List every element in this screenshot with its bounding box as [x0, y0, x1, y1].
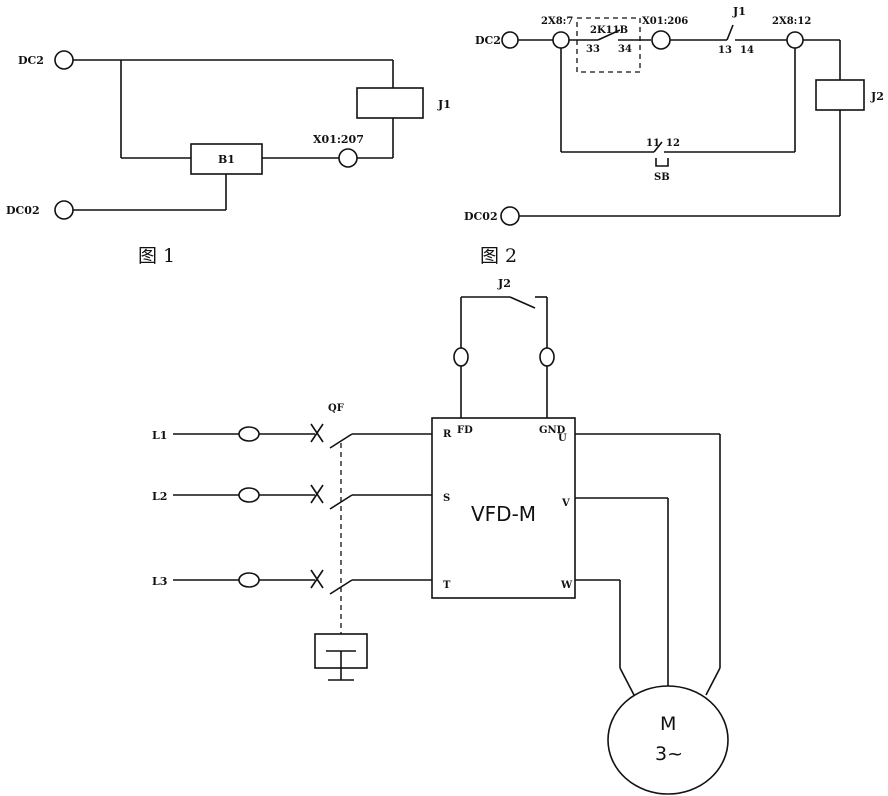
fig1-caption: 图 1 — [138, 245, 175, 267]
fig2-relay-coil — [815, 79, 865, 111]
motor-phase-label: 3~ — [655, 743, 683, 765]
fig2-button-pin-a: 11 — [646, 138, 660, 149]
vfd-output-w: W — [560, 580, 573, 591]
output-u-wire-bend — [705, 667, 721, 696]
phase-l2-terminal — [238, 487, 260, 503]
fig3-j2-contact-blade — [509, 296, 536, 309]
fig2-contact-label: J1 — [732, 5, 746, 18]
figure-2: DC2 2X8:7 2K11B 33 34 X01:206 J1 13 14 2… — [464, 5, 884, 267]
vfd-input-t: T — [443, 580, 451, 591]
fig2-relay-label: J2 — [870, 90, 884, 103]
fig2-dc02-label: DC02 — [464, 210, 498, 223]
fig1-b1-label: B1 — [218, 153, 235, 166]
vfd-input-s: S — [443, 493, 450, 504]
fig3-fd-terminal — [453, 347, 469, 367]
vfd-input-r: R — [443, 429, 452, 440]
fig2-switch-label: 2K11B — [590, 25, 628, 36]
fig2-2x8-12-terminal — [786, 31, 804, 49]
vfd-label: VFD-M — [471, 502, 536, 526]
fig2-sb-blade — [653, 141, 663, 153]
vfd-fd-label: FD — [457, 425, 473, 436]
fig1-x01-terminal — [338, 148, 358, 168]
phase-l3-breaker-x — [310, 569, 324, 589]
fig2-switch-blade — [597, 29, 621, 41]
fig1-dc2-label: DC2 — [18, 54, 44, 67]
fig2-2x8-7-terminal — [552, 31, 570, 49]
vfd-gnd-label: GND — [539, 425, 566, 436]
fig2-term-left-label: 2X8:7 — [541, 16, 573, 27]
fig2-term-right-label: 2X8:12 — [772, 16, 811, 27]
breaker-label: QF — [328, 403, 344, 414]
phase-l2-breaker-x — [310, 484, 324, 504]
phase-l1-terminal — [238, 426, 260, 442]
fig2-dc2-terminal — [501, 31, 519, 49]
fig3-gnd-terminal — [539, 347, 555, 367]
phase-l1-breaker-blade — [329, 433, 353, 449]
fig2-dc02-terminal — [500, 206, 520, 226]
fig2-caption: 图 2 — [480, 245, 517, 267]
phase-l3-terminal — [238, 572, 260, 588]
phase-l1-breaker-x — [310, 423, 324, 443]
fig2-2k11b-dashed-box — [576, 17, 641, 73]
fig1-relay-label: J1 — [437, 98, 451, 111]
phase-l3-label: L3 — [152, 575, 167, 588]
fig2-switch-pin-b: 34 — [618, 44, 632, 55]
fig2-switch-pin-a: 33 — [586, 44, 600, 55]
fig1-dc2-terminal — [54, 50, 74, 70]
fig2-contact-pin-a: 13 — [718, 45, 732, 56]
fig2-x01-206-terminal — [651, 30, 671, 50]
fig1-relay-coil — [356, 87, 424, 119]
motor-circle — [607, 685, 729, 795]
fig1-terminal-label: X01:207 — [313, 133, 364, 146]
fig1-dc02-terminal — [54, 200, 74, 220]
fig3-j2-label: J2 — [497, 277, 511, 290]
fig2-button-label: SB — [654, 172, 670, 183]
phase-l1-label: L1 — [152, 429, 167, 442]
figure-3: J2 VFD-M FD GND R S T U V W L1 L2 — [152, 277, 729, 795]
fig2-button-pin-b: 12 — [666, 138, 680, 149]
fig2-term-mid-label: X01:206 — [642, 16, 688, 27]
fig2-contact-pin-b: 14 — [740, 45, 754, 56]
vfd-output-v: V — [561, 498, 570, 509]
vfd-output-u: U — [558, 433, 567, 444]
fig2-j1-contact-blade — [726, 24, 734, 41]
output-w-wire-bend — [619, 667, 635, 696]
fig2-dc2-label: DC2 — [475, 34, 501, 47]
vfd-box — [431, 417, 576, 599]
fig1-dc02-label: DC02 — [6, 204, 40, 217]
phase-l2-label: L2 — [152, 490, 167, 503]
figure-1: DC2 J1 X01:207 B1 DC02 图 1 — [6, 50, 451, 267]
motor-label: M — [660, 713, 676, 735]
fig2-sb-pushbutton-symbol — [655, 158, 669, 167]
